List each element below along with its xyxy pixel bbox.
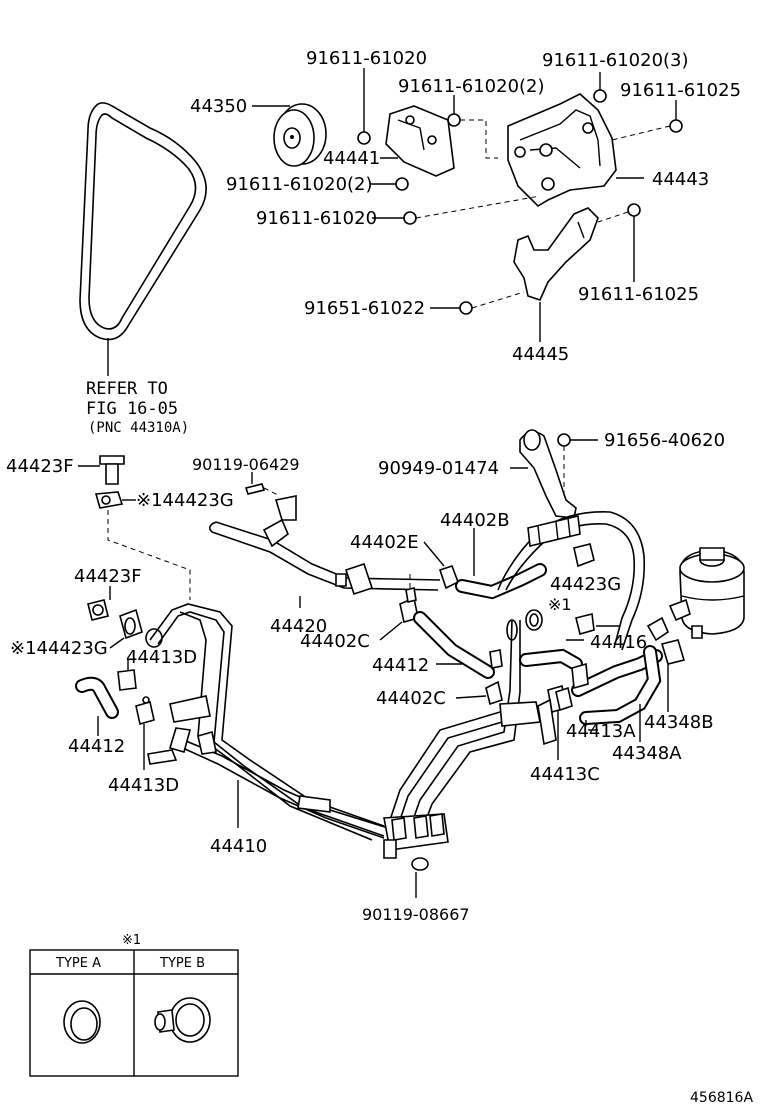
bolt-icon — [627, 203, 641, 217]
clamp-44423G-top — [94, 491, 124, 509]
stay-90949-01474 — [519, 429, 577, 519]
clamp-44413D-a — [117, 669, 137, 691]
label-91611-61020-2a: 91611-61020(2) — [398, 76, 545, 97]
reservoir-tank — [668, 547, 745, 639]
bolt-44423F-b — [87, 599, 109, 621]
clamp-ring-mid — [506, 609, 543, 641]
label-44423G-a: ※144423G — [136, 490, 234, 511]
hose-44416 — [575, 613, 669, 642]
label-90119-08667: 90119-08667 — [362, 905, 470, 924]
refer-line-3: (PNC 44310A) — [88, 420, 189, 436]
bolt-icon — [557, 433, 571, 447]
legend-mark: ※1 — [122, 933, 141, 948]
hose-44412-mid — [413, 611, 495, 679]
bracket-44443 — [507, 93, 617, 208]
hose-44412-left — [75, 676, 119, 719]
bolt-90119-06429 — [244, 483, 266, 495]
label-44413D-b: 44413D — [108, 775, 179, 796]
label-44445: 44445 — [512, 344, 569, 365]
bolt-icon — [669, 119, 683, 133]
bolt-icon — [593, 89, 607, 103]
label-44402E: 44402E — [350, 532, 419, 553]
label-44402B: 44402B — [440, 510, 510, 531]
label-91611-61020-2b: 91611-61020(2) — [226, 174, 373, 195]
tube-44410 — [147, 603, 557, 871]
clamp-44423G-c — [119, 608, 143, 640]
label-90949-01474: 90949-01474 — [378, 458, 499, 479]
label-44410: 44410 — [210, 836, 267, 857]
label-44402C-a: 44402C — [300, 631, 370, 652]
bolt-icon — [395, 177, 409, 191]
bolt-icon — [447, 113, 461, 127]
legend-type-a: TYPE A — [55, 956, 101, 971]
refer-line-1: REFER TO — [86, 379, 168, 399]
label-44413A: 44413A — [566, 721, 636, 742]
label-44423F-a: 44423F — [6, 456, 74, 477]
label-44412-b: 44412 — [372, 655, 429, 676]
legend-box: ※1 TYPE A TYPE B — [29, 933, 239, 1077]
label-44443: 44443 — [652, 169, 709, 190]
bracket-44441 — [385, 105, 455, 177]
label-91611-61020-mid: 91611-61020 — [256, 208, 377, 229]
refer-note: REFER TO FIG 16-05 (PNC 44310A) — [86, 379, 189, 436]
bolt-icon — [459, 301, 473, 315]
label-91611-61020-top: 91611-61020 — [306, 48, 427, 69]
label-44402C-b: 44402C — [376, 688, 446, 709]
label-44413D-a: 44413D — [126, 647, 197, 668]
type-b-clamp-icon — [154, 997, 211, 1043]
clamp-44423G-b — [573, 543, 595, 568]
label-91611-61020-3: 91611-61020(3) — [542, 50, 689, 71]
label-91656-40620: 91656-40620 — [604, 430, 725, 451]
type-a-ring-icon — [63, 1000, 101, 1044]
tube-44420 — [208, 495, 441, 596]
label-44348B: 44348B — [644, 712, 714, 733]
label-44441: 44441 — [323, 148, 380, 169]
clamp-44402C-b — [485, 649, 503, 706]
bolt-icon — [357, 131, 371, 145]
label-90119-06429: 90119-06429 — [192, 455, 300, 474]
label-44413C: 44413C — [530, 764, 600, 785]
hose-44413A — [519, 639, 686, 725]
hose-44402B — [455, 511, 646, 651]
label-44412-a: 44412 — [68, 736, 125, 757]
label-91611-61025-b: 91611-61025 — [578, 284, 699, 305]
label-91611-61025-a: 91611-61025 — [620, 80, 741, 101]
label-44423F-b: 44423F — [74, 566, 142, 587]
label-44348A: 44348A — [612, 743, 682, 764]
refer-line-2: FIG 16-05 — [86, 399, 178, 419]
label-44423G-b: 44423G — [550, 574, 621, 595]
label-x1-mid: ※1 — [548, 595, 572, 614]
ring-small-left — [145, 628, 163, 648]
pulley-44350 — [273, 103, 327, 167]
bolt-44423F-top — [99, 455, 125, 485]
clamp-44413D-b — [135, 696, 155, 726]
label-44350: 44350 — [190, 96, 247, 117]
label-44423G-c: ※144423G — [10, 638, 108, 659]
bolt-icon — [403, 211, 417, 225]
figure-id: 456816A — [690, 1090, 753, 1106]
label-91651-61022: 91651-61022 — [304, 298, 425, 319]
bracket-44445 — [513, 207, 599, 301]
drive-belt — [79, 102, 207, 341]
label-44420: 44420 — [270, 616, 327, 637]
clamp-44413C — [555, 686, 573, 712]
label-44416: 44416 — [590, 632, 647, 653]
legend-type-b: TYPE B — [159, 956, 205, 971]
